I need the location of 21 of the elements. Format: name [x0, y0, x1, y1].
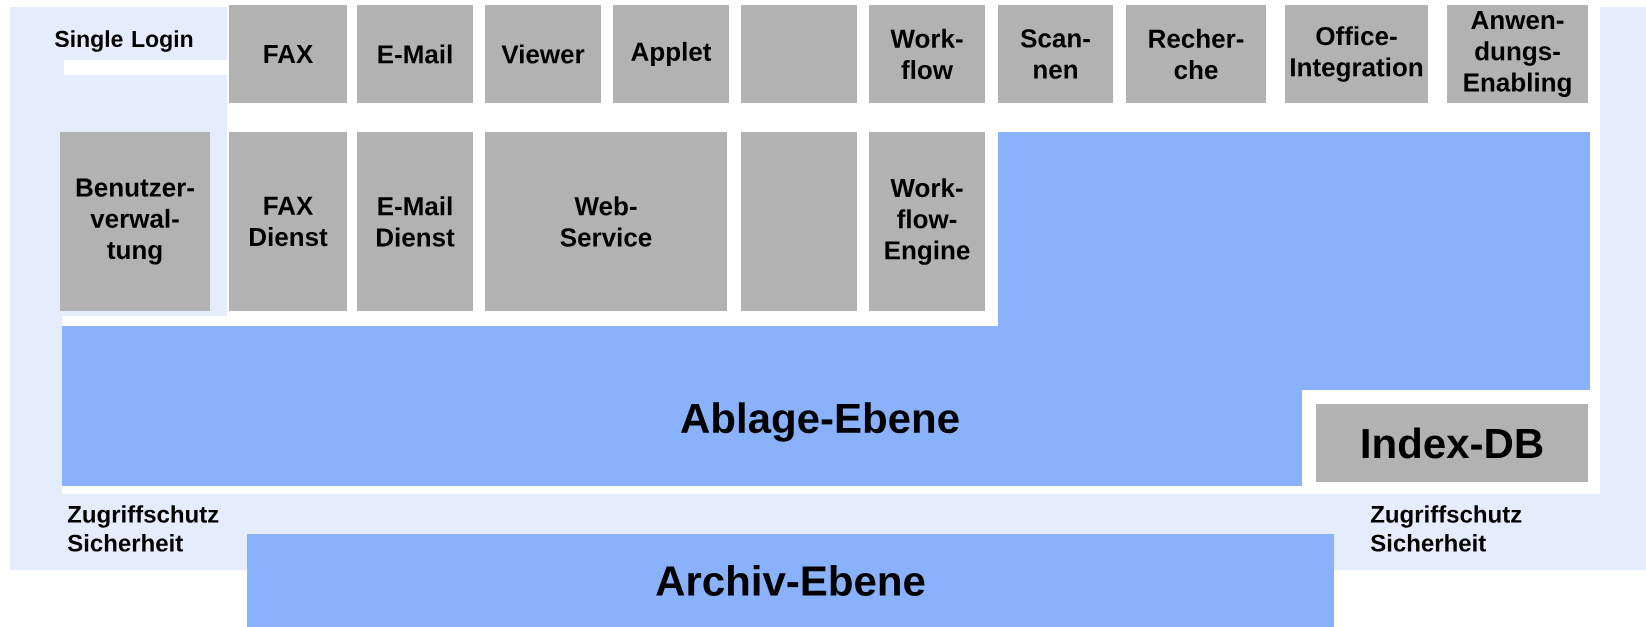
component-box: E-Mail Dienst [357, 132, 473, 311]
component-box: Web- Service [485, 132, 727, 311]
component-box: Viewer [485, 5, 601, 103]
database-box: Index-DB [1316, 404, 1588, 482]
component-box [741, 132, 857, 311]
component-box: Work- flow- Engine [869, 132, 985, 311]
component-box: Work- flow [869, 5, 985, 103]
component-box [741, 5, 857, 103]
component-box: Scan- nen [998, 5, 1113, 103]
component-box: FAX [229, 5, 347, 103]
layer-band: Archiv-Ebene [247, 534, 1334, 627]
component-box: Anwen- dungs- Enabling [1447, 5, 1588, 103]
component-box: Applet [613, 5, 729, 103]
component-box: Benutzer- verwal- tung [60, 132, 210, 311]
component-box: FAX Dienst [229, 132, 347, 311]
component-box: E-Mail [357, 5, 473, 103]
label-text: Zugriffschutz Sicherheit [1370, 505, 1522, 552]
component-box: Office- Integration [1285, 5, 1428, 103]
label-text: Single Login [55, 30, 193, 52]
label-text: Zugriffschutz Sicherheit [67, 505, 219, 552]
component-box: Recher- che [1126, 5, 1266, 103]
